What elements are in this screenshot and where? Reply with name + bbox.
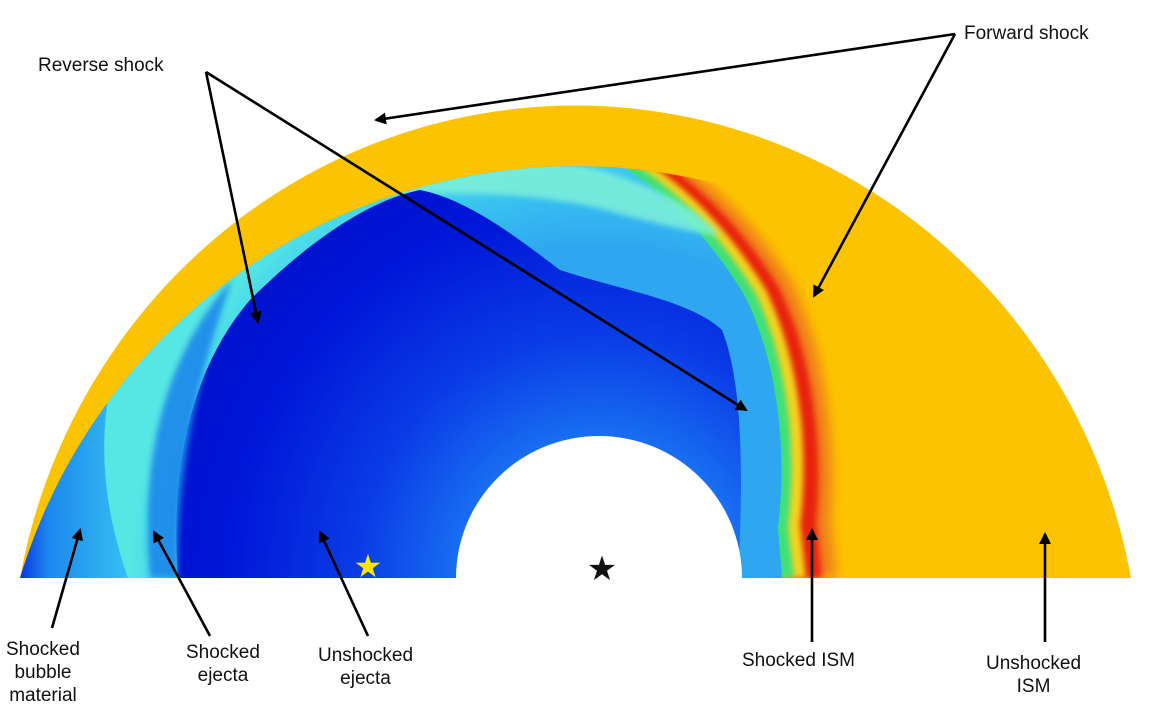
reverse-shock-arrow-left bbox=[204, 71, 262, 324]
shocked-bubble-label: Shocked bubble material bbox=[6, 639, 80, 706]
central-cavity bbox=[456, 436, 742, 578]
reverse-shock-label: Reverse shock bbox=[38, 55, 164, 76]
shocked-ejecta-label: Shocked ejecta bbox=[186, 642, 260, 686]
forward-shock-arrow-right bbox=[812, 33, 957, 298]
unshocked-ejecta-label: Unshocked ejecta bbox=[318, 645, 414, 689]
reverse-shock-edge bbox=[147, 280, 232, 578]
forward-shock-arrow-left bbox=[374, 32, 956, 125]
shocked-ejecta-arrow bbox=[152, 530, 212, 637]
unshocked-ejecta-arrow bbox=[318, 530, 370, 637]
shocked-ism-label: Shocked ISM bbox=[742, 650, 855, 671]
unshocked-ism-label: Unshocked ISM bbox=[986, 653, 1082, 697]
forward-shock-label: Forward shock bbox=[964, 23, 1089, 44]
reverse-shock-arrow-right bbox=[205, 70, 748, 412]
yellow-star-icon: ★ bbox=[354, 547, 383, 585]
black-star-icon: ★ bbox=[587, 549, 617, 589]
shocked-bubble-arrow bbox=[50, 528, 84, 629]
